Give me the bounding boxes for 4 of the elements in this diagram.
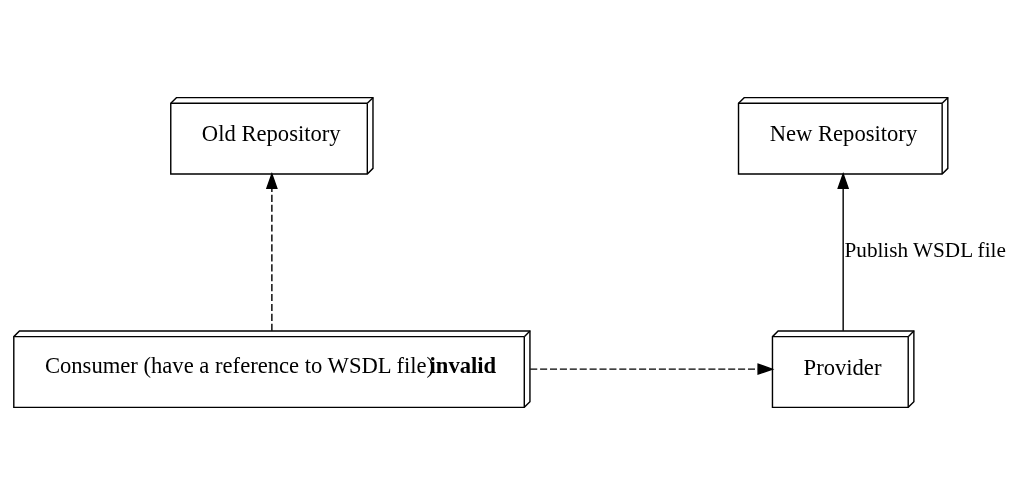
arrow [837, 171, 850, 331]
edge-label: Publish WSDL file [844, 237, 1006, 262]
arrow [529, 362, 775, 375]
arrow [265, 171, 278, 331]
